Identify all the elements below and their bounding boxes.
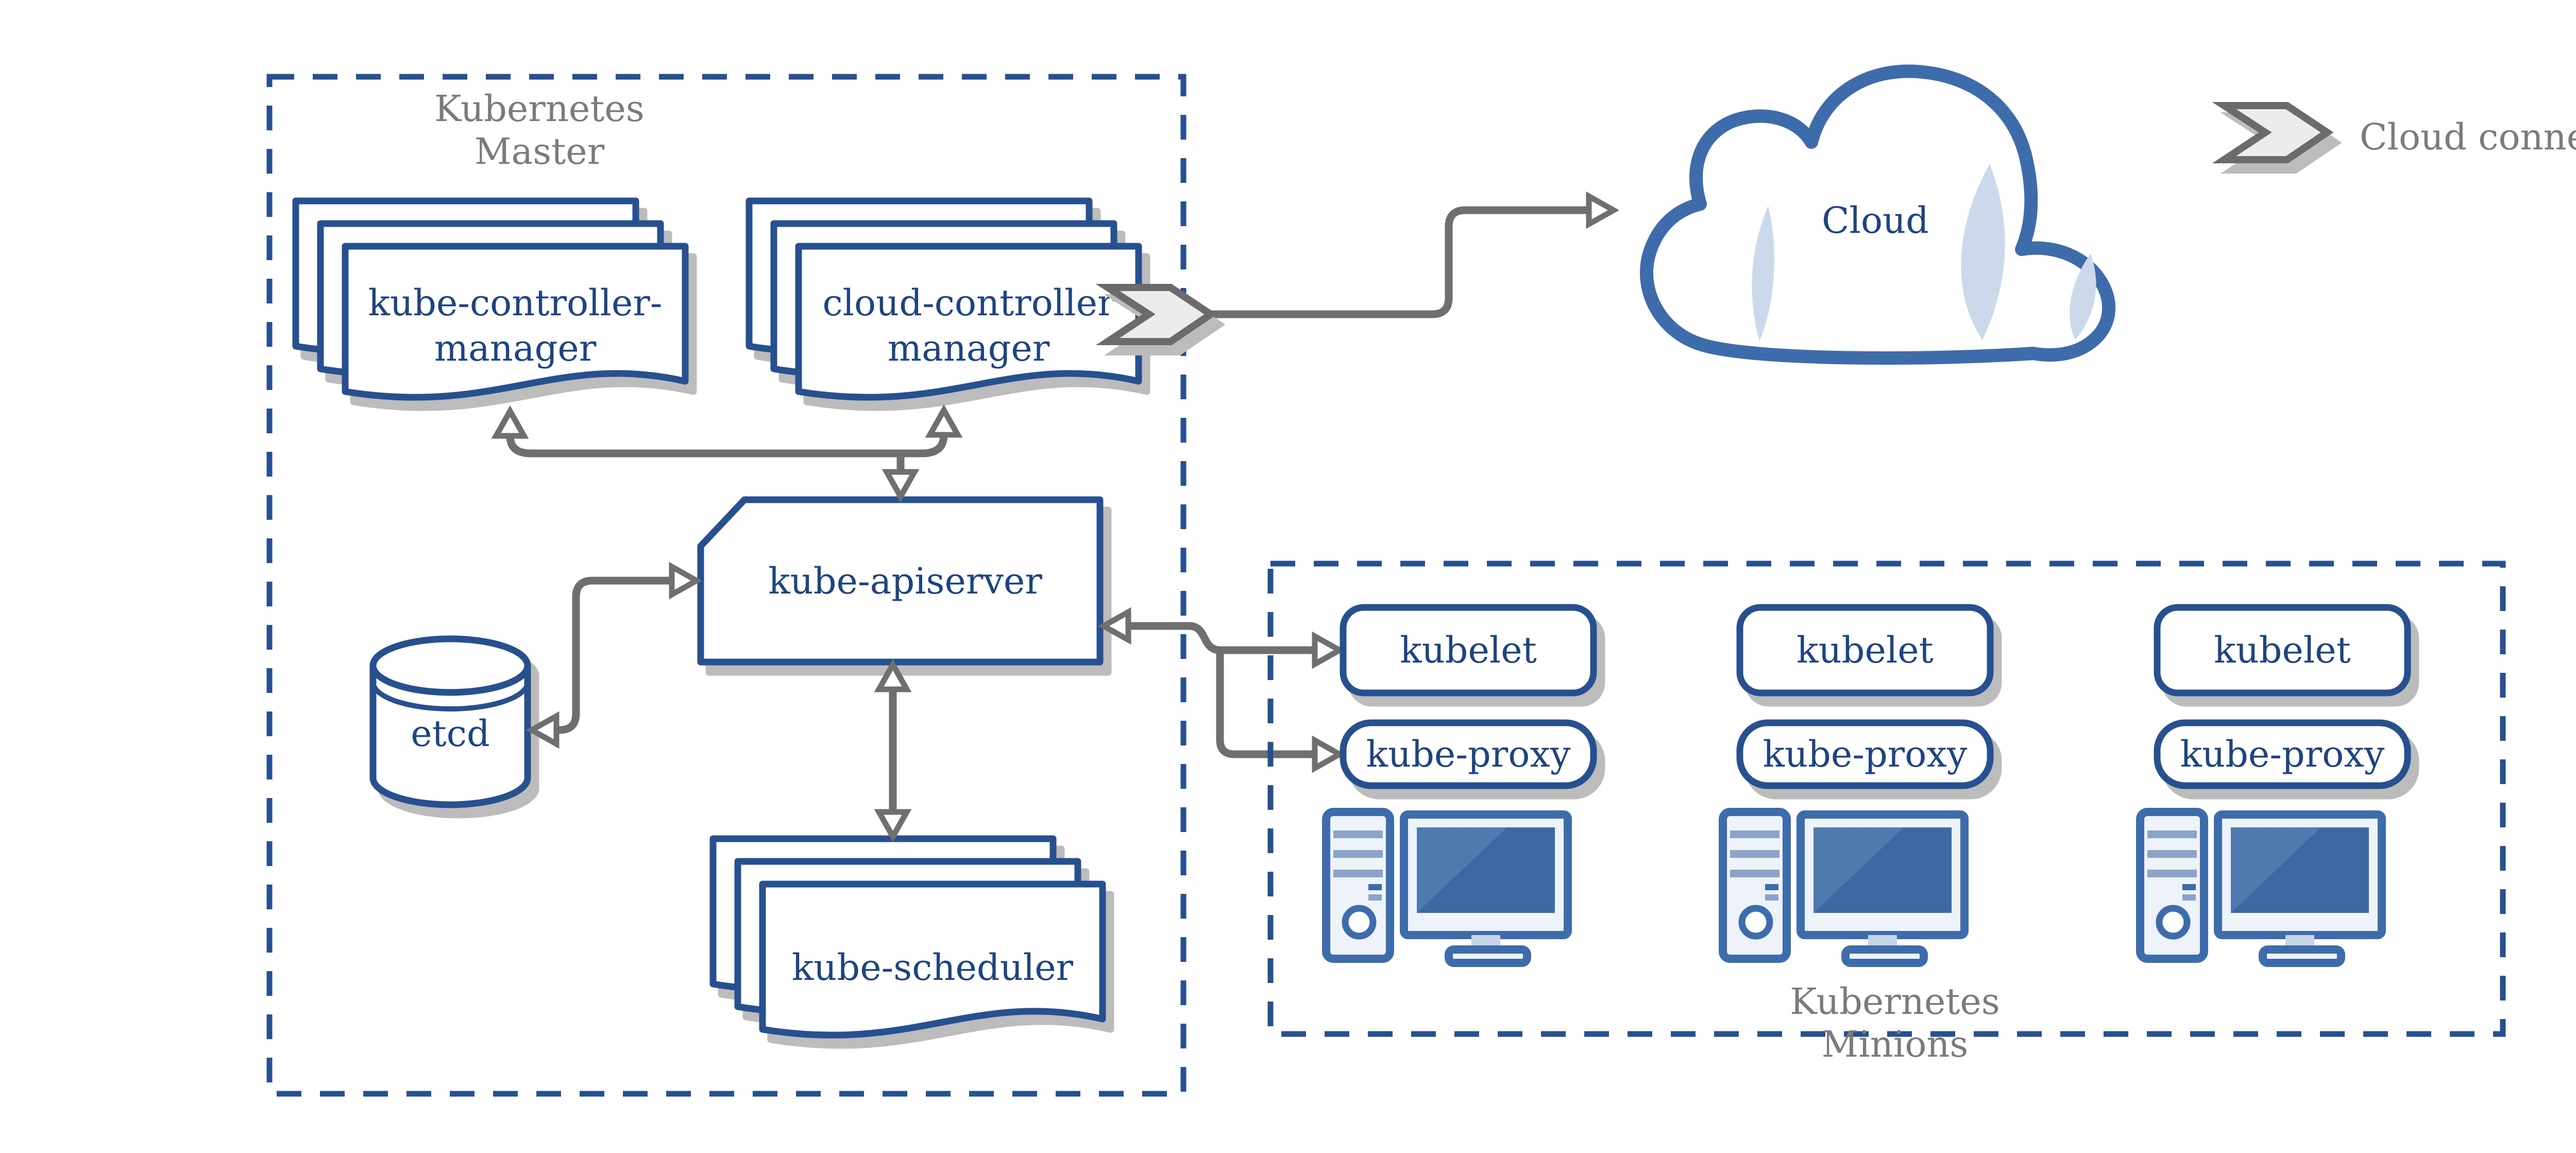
etcd-label: etcd xyxy=(411,713,490,755)
tower-button xyxy=(1368,894,1382,901)
minion-column: kubelet kube-proxy xyxy=(1719,604,1994,967)
computer-icon xyxy=(2136,808,2386,967)
apiserver-scheduler-connector xyxy=(874,658,912,843)
legend-label: Cloud connector xyxy=(2360,116,2576,158)
tower-power-button xyxy=(1738,905,1773,940)
monitor-screen-glare xyxy=(1417,827,1507,913)
tower-stripe xyxy=(1333,830,1383,838)
connector-line xyxy=(1216,646,1319,758)
tower-stripe xyxy=(1333,850,1383,858)
arrowhead-up-icon xyxy=(874,658,912,692)
cloud-connector-legend-icon xyxy=(2224,106,2327,160)
tower-stripe xyxy=(2147,850,2197,858)
tower-stripe xyxy=(2147,870,2197,877)
master-boundary xyxy=(266,74,1187,1097)
etcd-node: etcd xyxy=(369,635,531,808)
connector-line xyxy=(1207,206,1593,318)
kubelet-box xyxy=(1340,604,1597,697)
monitor-screen-glare xyxy=(2231,827,2321,913)
cloud-controller-manager-label-line2: manager xyxy=(888,327,1050,369)
master-title-line2: Master xyxy=(474,130,605,173)
cloud-controller-manager-node: cloud-controller manager xyxy=(749,201,1139,397)
connector-line xyxy=(1124,622,1319,654)
kube-apiserver-label: kube-apiserver xyxy=(768,560,1042,602)
arrowhead-right-icon xyxy=(1312,735,1346,773)
tower-power-button xyxy=(2156,905,2191,940)
kube-proxy-label: kube-proxy xyxy=(1366,733,1571,775)
kube-apiserver-node: kube-apiserver xyxy=(697,496,1104,666)
controllers-apiserver-connector xyxy=(491,404,963,503)
cloud-controller-manager-label-line1: cloud-controller xyxy=(822,282,1115,324)
kube-proxy-label: kube-proxy xyxy=(1763,733,1968,775)
monitor-base xyxy=(1841,945,1928,967)
kube-proxy-label: kube-proxy xyxy=(2180,733,2385,775)
apiserver-minions-connector xyxy=(1097,607,1346,773)
kube-proxy-box xyxy=(2154,719,2411,789)
kubelet-label: kubelet xyxy=(1797,629,1934,671)
master-title-line1: Kubernetes xyxy=(434,88,645,130)
kubelet-box xyxy=(1736,604,1994,697)
legend: Cloud connector xyxy=(2224,106,2576,160)
arrowhead-up-icon xyxy=(925,404,963,438)
tower-button xyxy=(1765,884,1778,890)
tower-button xyxy=(1368,884,1382,890)
cloud-label: Cloud xyxy=(1822,199,1929,242)
arrowhead-right-icon xyxy=(1586,191,1620,229)
kubelet-label: kubelet xyxy=(2214,629,2351,671)
tower-stripe xyxy=(1730,830,1780,838)
cloud-node: Cloud xyxy=(1640,64,2116,365)
minion-column: kubelet kube-proxy xyxy=(2136,604,2411,967)
cloud-crescent xyxy=(1752,206,1774,341)
connector-line xyxy=(506,431,948,457)
kubelet-box xyxy=(2154,604,2411,697)
tower-button xyxy=(2182,884,2196,890)
minions-title-line1: Kubernetes xyxy=(1790,980,2000,1023)
tower-stripe xyxy=(1730,870,1780,877)
kube-proxy-box xyxy=(1736,719,1994,789)
kubelet-label: kubelet xyxy=(1400,629,1537,671)
tower-stripe xyxy=(1333,870,1383,877)
kube-proxy-box xyxy=(1340,719,1597,789)
card-shape xyxy=(697,496,1104,666)
kube-controller-manager-label-line1: kube-controller- xyxy=(368,282,663,324)
monitor-screen-glare xyxy=(1814,827,1904,913)
kube-scheduler-label: kube-scheduler xyxy=(792,946,1074,989)
cylinder-body xyxy=(369,666,531,808)
cloud-connector-link xyxy=(1108,191,1620,342)
monitor-base xyxy=(1445,945,1531,967)
kube-controller-manager-label-line2: manager xyxy=(434,327,597,369)
cloud-crescent xyxy=(1961,164,2005,340)
tower-stripe xyxy=(2147,830,2197,838)
arrowhead-left-icon xyxy=(526,711,560,749)
arrowhead-right-icon xyxy=(1312,631,1346,669)
kube-scheduler-node: kube-scheduler xyxy=(713,839,1103,1035)
arrowhead-left-icon xyxy=(1097,607,1131,645)
tower-power-button xyxy=(1342,905,1377,940)
computer-icon xyxy=(1719,808,1969,967)
tower-button xyxy=(1765,894,1778,901)
tower-button xyxy=(2182,894,2196,901)
cylinder-ring xyxy=(371,684,530,711)
connector-line xyxy=(551,576,679,734)
minion-column: kubelet kube-proxy xyxy=(1322,604,1597,967)
computer-icon xyxy=(1322,808,1572,967)
arrowhead-right-icon xyxy=(669,562,703,600)
arrowhead-down-icon xyxy=(874,809,912,843)
arrowhead-up-icon xyxy=(491,405,529,439)
minions-boundary xyxy=(1267,561,2506,1037)
kube-controller-manager-node: kube-controller- manager xyxy=(296,201,685,397)
apiserver-etcd-connector xyxy=(526,562,703,749)
arrowhead-down-icon xyxy=(882,469,920,503)
monitor-base xyxy=(2259,945,2345,967)
cloud-crescent xyxy=(2070,253,2096,340)
cylinder-ring xyxy=(371,669,529,696)
tower-stripe xyxy=(1730,850,1780,858)
minions-title-line2: Minions xyxy=(1822,1023,1969,1065)
